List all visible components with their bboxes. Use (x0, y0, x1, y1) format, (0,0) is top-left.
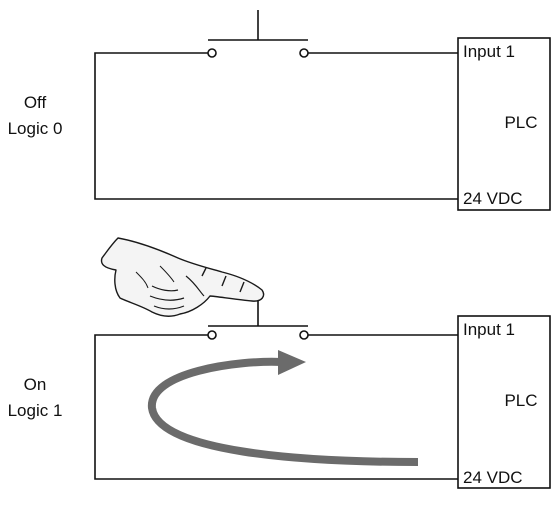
wire-loop (94, 52, 458, 200)
plc-input-label: Input 1 (463, 320, 515, 339)
state-label: Off (24, 93, 47, 112)
contact-left (207, 48, 217, 58)
plc-supply-label: 24 VDC (463, 189, 523, 208)
contact-right (299, 48, 309, 58)
plc-name-label: PLC (504, 113, 537, 132)
wire-loop (94, 334, 458, 480)
logic-label: Logic 1 (8, 401, 63, 420)
pointing-hand-icon (100, 237, 265, 317)
plc-supply-label: 24 VDC (463, 468, 523, 487)
plc-box (457, 315, 551, 489)
plc-name-label: PLC (504, 391, 537, 410)
contact-left (207, 330, 217, 340)
plc-input-label: Input 1 (463, 42, 515, 61)
state-label: On (24, 375, 47, 394)
circuit-off: Off Logic 0 Input 1 PLC 24 VDC (8, 10, 551, 211)
contact-right (299, 330, 309, 340)
logic-label: Logic 0 (8, 119, 63, 138)
pushbutton-open (207, 10, 309, 58)
pushbutton-closed (207, 300, 309, 340)
current-flow-arrow (147, 350, 419, 466)
circuit-on: On Logic 1 Input 1 PLC 24 VDC (8, 237, 551, 489)
plc-box (457, 37, 551, 211)
